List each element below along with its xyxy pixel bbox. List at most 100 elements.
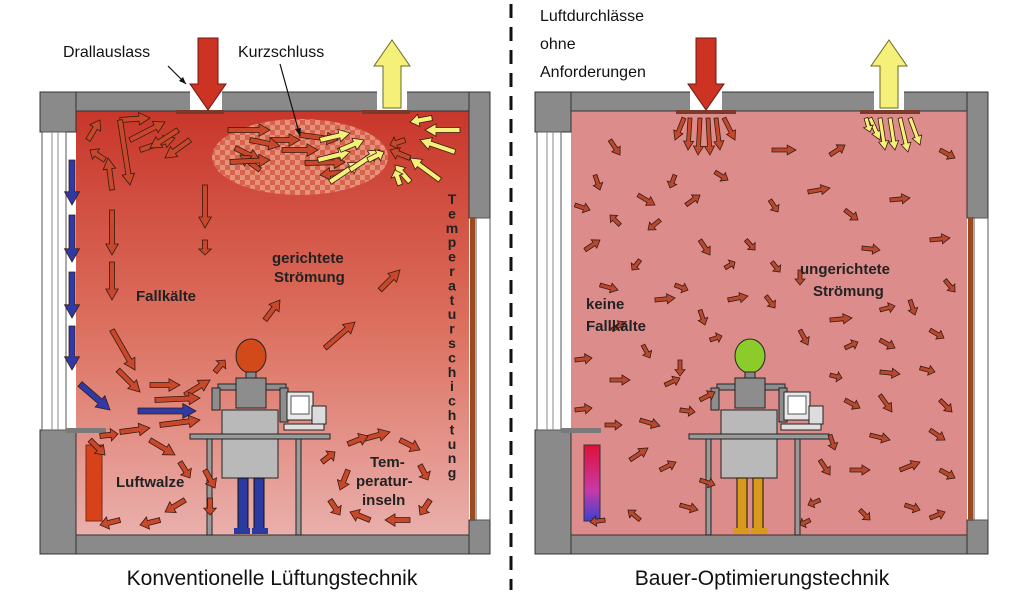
label-gerichtete-2: Strömung bbox=[274, 269, 345, 286]
undirected-flow-arrow bbox=[843, 339, 859, 351]
undirected-flow-arrow bbox=[628, 447, 649, 463]
flow-arrow bbox=[85, 119, 102, 142]
flow-arrow bbox=[177, 460, 192, 479]
flow-arrow bbox=[389, 146, 412, 161]
right-left-window bbox=[536, 131, 562, 431]
right-window bbox=[475, 217, 491, 521]
exhaust-arrow-right bbox=[870, 39, 908, 109]
flow-arrow bbox=[164, 137, 193, 159]
undirected-flow-arrow bbox=[879, 367, 901, 379]
undirected-flow-arrow bbox=[771, 144, 797, 156]
cold-downdraft-arrow bbox=[63, 271, 81, 319]
right-room bbox=[534, 37, 989, 555]
undirected-flow-arrow bbox=[592, 173, 604, 191]
flow-arrow bbox=[149, 378, 181, 392]
undirected-flow-arrow bbox=[609, 214, 622, 227]
exhaust-flow-arrow bbox=[390, 169, 404, 187]
flow-arrow bbox=[105, 209, 119, 256]
undirected-flow-arrow bbox=[877, 393, 893, 413]
left-window bbox=[41, 131, 67, 431]
right-ceiling-slab bbox=[534, 91, 989, 112]
undirected-flow-arrow bbox=[903, 502, 921, 514]
left-flow-arrows bbox=[63, 111, 461, 530]
left-floor-slab bbox=[39, 534, 491, 555]
undirected-flow-arrow bbox=[607, 138, 621, 156]
undirected-flow-arrow bbox=[829, 313, 853, 325]
flow-arrow bbox=[336, 468, 351, 491]
undirected-flow-arrow bbox=[907, 298, 919, 316]
undirected-flow-arrow bbox=[919, 364, 936, 376]
undirected-flow-arrow bbox=[666, 173, 678, 189]
label-temperatur-3: inseln bbox=[362, 492, 405, 509]
left-desk bbox=[189, 433, 331, 440]
undirected-flow-arrow bbox=[878, 337, 896, 350]
cold-downdraft-arrow bbox=[77, 381, 111, 411]
supply-jet-arrow bbox=[721, 116, 736, 141]
flow-arrow bbox=[198, 184, 212, 229]
undirected-flow-arrow bbox=[673, 282, 689, 294]
undirected-flow-arrow bbox=[807, 184, 831, 196]
undirected-flow-arrow bbox=[817, 458, 831, 476]
flow-arrow bbox=[159, 414, 201, 429]
undirected-flow-arrow bbox=[697, 308, 709, 326]
flow-arrow bbox=[417, 463, 431, 481]
flow-arrow bbox=[164, 497, 187, 514]
cold-downdraft-arrow bbox=[63, 159, 81, 206]
right-wall-top bbox=[468, 91, 491, 219]
flow-arrow bbox=[212, 359, 227, 375]
undirected-flow-arrow bbox=[769, 260, 782, 273]
undirected-flow-arrow bbox=[928, 427, 946, 441]
supply-jet-arrow bbox=[692, 117, 705, 156]
undirected-flow-arrow bbox=[843, 397, 861, 410]
flow-arrow bbox=[139, 516, 162, 530]
undirected-flow-arrow bbox=[713, 169, 729, 182]
flow-arrow bbox=[109, 328, 136, 371]
short-circuit-arrow bbox=[249, 136, 281, 151]
label-keine-1: keine bbox=[586, 296, 624, 313]
flow-arrow bbox=[119, 111, 151, 126]
undirected-flow-arrow bbox=[879, 302, 896, 314]
left-ceiling-slab bbox=[39, 91, 491, 112]
undirected-flow-arrow bbox=[843, 207, 859, 221]
left-wall-top bbox=[39, 91, 77, 133]
exhaust-flow-arrow bbox=[318, 128, 351, 143]
flow-arrow bbox=[128, 121, 166, 143]
right-right-window bbox=[973, 217, 989, 521]
exhaust-jet-arrow bbox=[907, 116, 923, 146]
flow-arrow bbox=[149, 127, 180, 149]
undirected-flow-arrow bbox=[743, 238, 756, 251]
flow-arrow bbox=[322, 321, 356, 351]
label-kurzschluss: Kurzschluss bbox=[238, 44, 324, 61]
cold-downdraft-arrow bbox=[63, 325, 81, 371]
flow-arrow bbox=[262, 299, 281, 323]
short-circuit-arrow bbox=[229, 153, 271, 168]
exhaust-arrow bbox=[373, 39, 411, 109]
undirected-flow-arrow bbox=[727, 292, 749, 304]
flow-arrow bbox=[418, 498, 433, 516]
label-fallkaelte: Fallkälte bbox=[136, 288, 196, 305]
undirected-flow-arrow bbox=[684, 194, 701, 208]
left-wall-bottom bbox=[39, 429, 77, 555]
flow-arrow bbox=[89, 148, 107, 163]
flow-arrow bbox=[148, 437, 176, 456]
label-ungerichtete-2: Strömung bbox=[813, 283, 884, 300]
flow-arrow bbox=[154, 391, 201, 406]
undirected-flow-arrow bbox=[627, 509, 642, 523]
label-drallauslass: Drallauslass bbox=[63, 44, 150, 61]
undirected-flow-arrow bbox=[638, 417, 661, 429]
flow-arrow bbox=[319, 450, 336, 465]
undirected-flow-arrow bbox=[938, 467, 956, 480]
right-wall-bottom bbox=[468, 519, 491, 555]
undirected-flow-arrow bbox=[610, 320, 626, 333]
undirected-flow-arrow bbox=[723, 259, 736, 271]
undirected-flow-arrow bbox=[928, 509, 946, 521]
flow-arrow bbox=[202, 497, 218, 516]
exhaust-flow-arrow bbox=[424, 123, 461, 137]
exhaust-flow-arrow bbox=[409, 113, 433, 128]
right-radiator bbox=[583, 444, 601, 522]
exhaust-flow-arrow bbox=[338, 137, 365, 153]
undirected-flow-arrow bbox=[640, 343, 653, 359]
flow-arrow bbox=[115, 367, 141, 393]
flow-arrow bbox=[327, 498, 342, 516]
